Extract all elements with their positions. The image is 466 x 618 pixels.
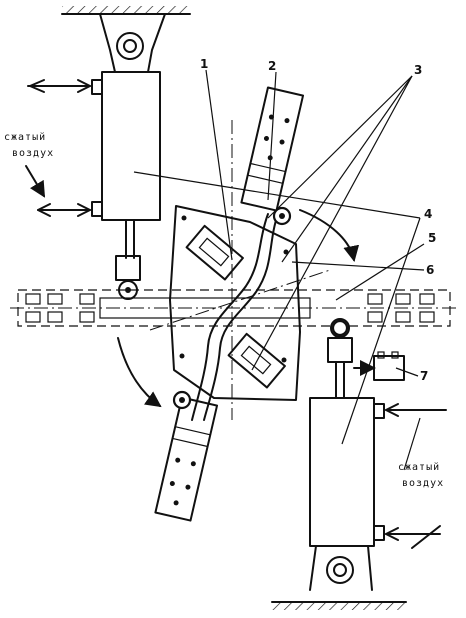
- limit-switch: [353, 351, 405, 381]
- lower-clamp-bar: [154, 396, 219, 522]
- air-label-right-line2: воздух: [402, 478, 444, 489]
- plate-screws: [179, 215, 289, 363]
- rotation-arcs: [117, 209, 360, 408]
- rotating-plate: [149, 120, 331, 420]
- right-pivot: [331, 319, 349, 337]
- conveyor-strip: [10, 289, 456, 327]
- leader-lines: [133, 69, 425, 471]
- bottom-floor-mount: [271, 545, 407, 610]
- callout-5: 5: [428, 231, 436, 245]
- callout-2: 2: [268, 59, 276, 73]
- callout-6: 6: [426, 263, 434, 277]
- air-label-left-line2: воздух: [12, 148, 54, 159]
- callout-4: 4: [424, 207, 432, 221]
- callout-1: 1: [200, 57, 208, 71]
- air-label-right-line1: сжатый: [398, 461, 440, 473]
- callout-3: 3: [414, 63, 422, 77]
- top-ceiling-mount: [61, 6, 191, 73]
- callout-7: 7: [420, 369, 428, 383]
- upper-guide-block: [185, 224, 244, 281]
- right-air-arrows: [385, 403, 447, 549]
- lower-pneumatic-cylinder: [309, 318, 385, 547]
- upper-pneumatic-cylinder: [91, 71, 161, 300]
- air-label-left-line1: сжатый: [4, 131, 46, 143]
- bent-workpiece: [191, 213, 279, 421]
- upper-clamp-bar: [240, 86, 305, 212]
- left-air-arrows: [25, 79, 91, 217]
